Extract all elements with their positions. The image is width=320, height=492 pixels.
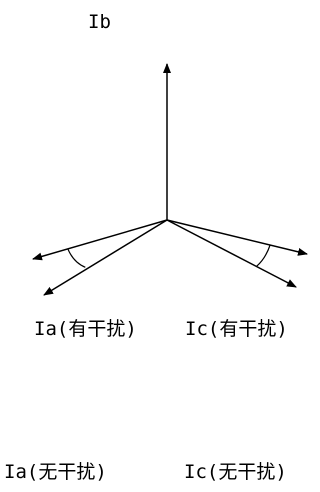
ic-with-interference-vector [166,219,297,288]
ia-with-interference-label: Ia(有干扰) [34,318,137,340]
ia-without-interference-vector [32,219,168,261]
ib-label: Ib [88,11,111,33]
ic-with-interference-label: Ic(有干扰) [185,318,288,340]
ia-angle-arc [67,248,86,268]
ia-with-interference-vector [43,219,168,296]
ia-without-interference-label: Ia(无干扰) [4,461,107,483]
ic-without-interference-label: Ic(无干扰) [184,461,287,483]
ic-angle-arc [256,244,271,267]
ic-without-interference-vector [166,219,308,256]
